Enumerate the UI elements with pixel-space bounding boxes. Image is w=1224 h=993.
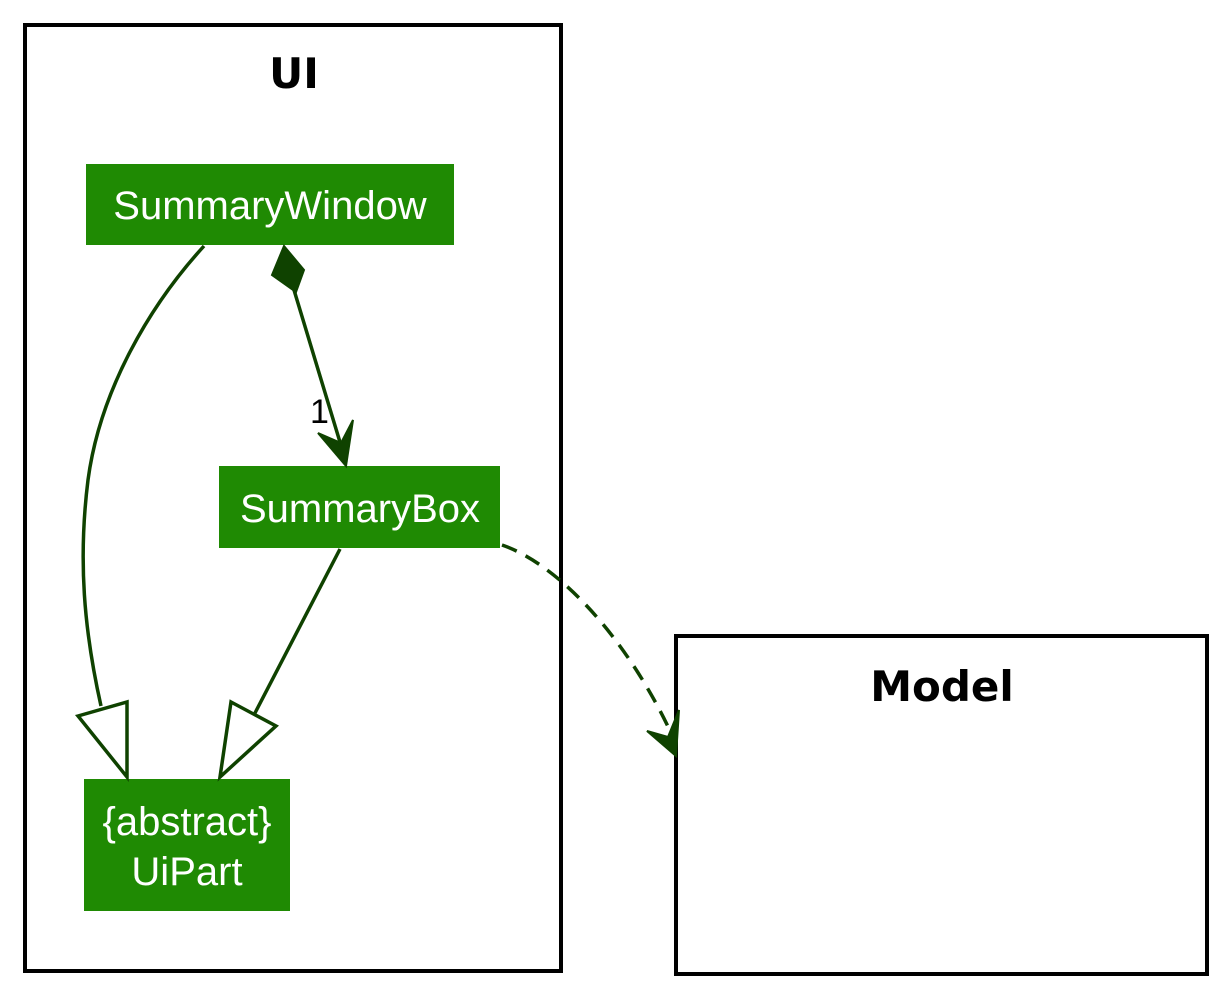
- composition-line: [292, 289, 348, 463]
- package-model-frame: [674, 634, 1209, 976]
- package-ui-title: UI: [269, 49, 319, 98]
- class-summary-box[interactable]: SummaryBox: [219, 466, 500, 548]
- package-model: Model: [674, 634, 1209, 976]
- package-model-title: Model: [870, 662, 1014, 711]
- multiplicity-label: 1: [310, 393, 329, 431]
- class-summary-window-box: [86, 164, 454, 245]
- class-summary-box-label: SummaryBox: [240, 487, 480, 531]
- dependency-arrowhead-icon: [646, 709, 680, 759]
- generalization-line: [253, 548, 342, 714]
- class-ui-part-stereotype: {abstract}: [102, 800, 271, 844]
- edge-window-inherits-uipart: [74, 244, 206, 782]
- generalization-arrowhead-icon: [217, 699, 280, 782]
- class-summary-window[interactable]: SummaryWindow: [86, 164, 454, 245]
- navigable-arrowhead-icon: [317, 419, 354, 469]
- class-ui-part[interactable]: {abstract} UiPart: [84, 779, 290, 911]
- edge-box-depends-model: [501, 543, 680, 759]
- generalization-arrowhead-icon: [74, 699, 129, 782]
- edge-box-inherits-uipart: [217, 548, 342, 782]
- dependency-line: [501, 543, 674, 736]
- class-ui-part-box: [84, 779, 290, 911]
- class-summary-window-label: SummaryWindow: [113, 184, 427, 228]
- class-ui-part-label: UiPart: [131, 850, 242, 894]
- generalization-line: [81, 244, 206, 707]
- edge-composition: 1: [270, 244, 354, 469]
- class-summary-box-box: [219, 466, 500, 548]
